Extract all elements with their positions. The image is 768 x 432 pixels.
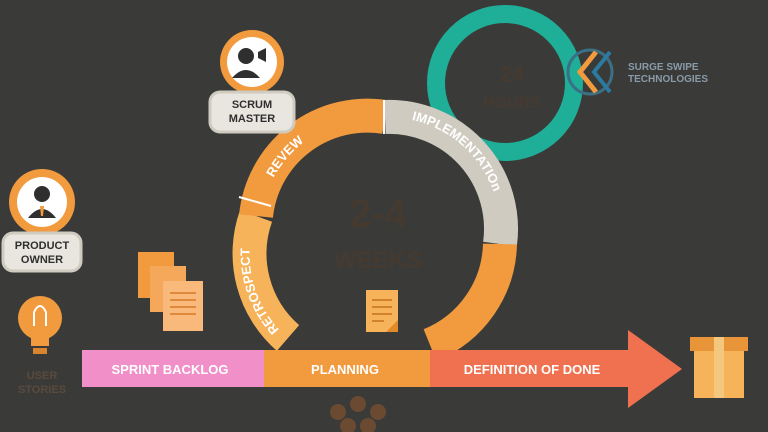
planning-label: PLANNING <box>311 362 379 377</box>
megaphone-icon <box>258 48 266 62</box>
cycle-unit: WEEKS <box>334 247 422 274</box>
planning-segment <box>264 350 430 387</box>
sprint-flow-bar: SPRINT BACKLOG PLANNING DEFINITION OF DO… <box>82 330 682 408</box>
daily-unit: HOURS <box>483 95 541 112</box>
user-stories-label-line1: USER <box>27 370 58 382</box>
backlog-documents-icon <box>138 252 203 331</box>
arrow-head <box>628 330 682 408</box>
scrum-master-label-line2: MASTER <box>229 113 276 125</box>
product-owner-label-line1: PRODUCT <box>15 240 70 252</box>
team-icon <box>330 396 386 432</box>
scrum-master-label-line1: SCRUM <box>232 99 272 111</box>
company-logo: SURGE SWIPE TECHNOLOGIES <box>566 48 708 96</box>
logo-text-line2: TECHNOLOGIES <box>628 74 708 85</box>
daily-value: 24 <box>500 62 525 87</box>
scrum-master-role: SCRUM MASTER <box>208 30 296 134</box>
logo-text-line1: SURGE SWIPE <box>628 62 699 73</box>
product-increment-box-icon <box>690 337 748 398</box>
sprint-backlog-label: SPRINT BACKLOG <box>112 362 229 377</box>
cycle-value: 2-4 <box>349 192 408 236</box>
sprint-cycle-ring: REVEW IMPLEMENTATIOn RETROSPECT 2-4 WEEK… <box>232 98 518 361</box>
businessman-icon <box>34 186 50 202</box>
user-stories: USER STORIES <box>18 296 66 396</box>
person-icon <box>238 48 254 64</box>
definition-of-done-label: DEFINITION OF DONE <box>464 362 601 377</box>
document-icon <box>366 290 398 332</box>
lightbulb-icon <box>18 296 62 340</box>
product-owner-label-line2: OWNER <box>21 254 63 266</box>
product-owner-role: PRODUCT OWNER <box>1 169 83 273</box>
daily-cycle-ring: 24 HOURS <box>427 5 583 161</box>
sprint-backlog-segment <box>82 350 264 387</box>
definition-of-done-segment <box>430 350 630 387</box>
user-stories-label-line2: STORIES <box>18 384 66 396</box>
